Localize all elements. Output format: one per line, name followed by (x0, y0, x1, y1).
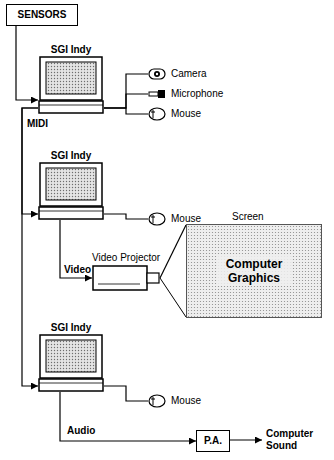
icon-node: Mouse (148, 394, 201, 408)
icon-node: Mouse (148, 107, 201, 121)
connector-group (16, 26, 196, 441)
box-label: SENSORS (13, 9, 71, 21)
icon-node: Microphone (148, 87, 223, 101)
signal-label: MIDI (26, 118, 49, 129)
indy-node: SGI Indy (38, 150, 104, 220)
cable-connector (160, 225, 186, 278)
projector-icon (92, 264, 160, 292)
device-label: Camera (171, 68, 207, 80)
output-label: Computer Sound (266, 428, 326, 452)
mouse-icon (148, 107, 166, 121)
cable-connector (60, 220, 92, 278)
cable-connector (16, 26, 38, 100)
cable-connector (104, 214, 148, 219)
mouse-icon (148, 394, 166, 408)
projection-screen: Computer Graphics (186, 224, 322, 318)
mic-icon (148, 87, 166, 101)
mouse-icon (148, 212, 166, 226)
projector-node: Video Projector (92, 252, 160, 292)
monitor-icon (38, 162, 104, 220)
box-node: P.A. (196, 430, 230, 452)
computer-name: SGI Indy (38, 150, 104, 162)
screen-node: ScreenComputer Graphics (186, 210, 322, 318)
sound-output-arrow (229, 439, 262, 440)
device-label: Microphone (171, 88, 223, 100)
cable-connector (22, 108, 38, 386)
monitor-icon (38, 56, 104, 114)
indy-node: SGI Indy (38, 322, 104, 392)
monitor-icon (38, 334, 104, 392)
computer-name: SGI Indy (38, 44, 104, 56)
cable-connector (104, 108, 148, 114)
device-label: Mouse (171, 108, 201, 120)
cable-connector (104, 94, 148, 108)
device-label: Mouse (171, 395, 201, 407)
indy-node: SGI Indy (38, 44, 104, 114)
signal-label: Video (63, 264, 92, 275)
cable-connector (104, 386, 148, 401)
camera-icon (148, 67, 166, 81)
signal-label: Audio (66, 425, 96, 436)
projector-beam (160, 278, 186, 317)
computer-name: SGI Indy (38, 322, 104, 334)
screen-content: Computer Graphics (217, 256, 291, 286)
device-label: Video Projector (92, 252, 160, 264)
box-label: P.A. (203, 435, 223, 447)
cable-connector (104, 74, 148, 108)
box-node: SENSORS (6, 4, 78, 26)
screen-label: Screen (186, 210, 322, 224)
icon-node: Camera (148, 67, 207, 81)
